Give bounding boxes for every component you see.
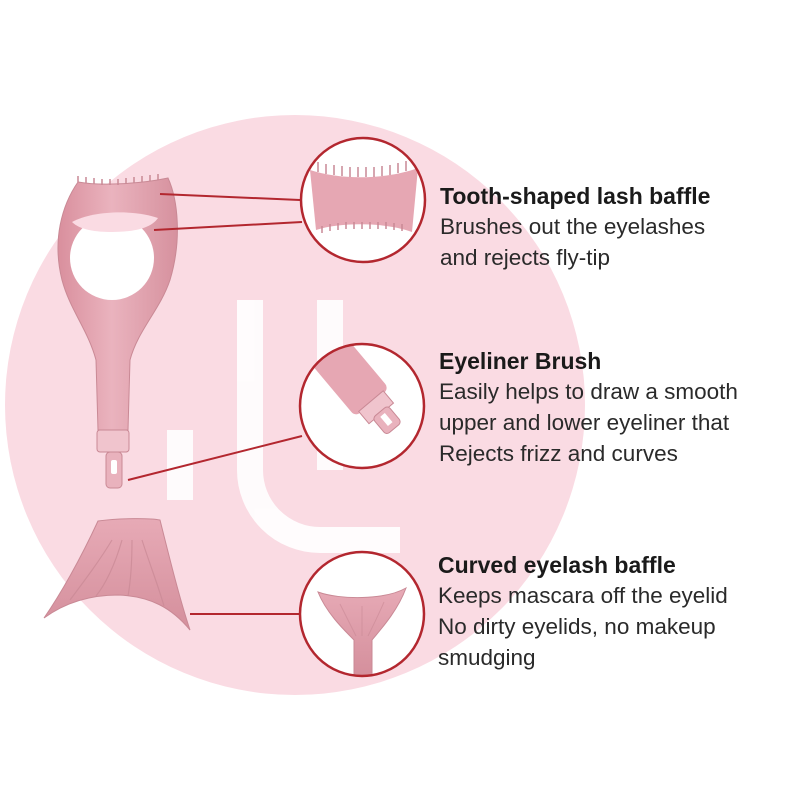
feature-title: Tooth-shaped lash baffle (440, 183, 711, 209)
feature-lash-baffle: Tooth-shaped lash baffle Brushes out the… (440, 181, 710, 273)
curved-baffle-piece (43, 518, 191, 631)
feature-description-line: No dirty eyelids, no makeup (438, 614, 716, 639)
callout-circle-lash-baffle (299, 136, 427, 264)
feature-description-line: upper and lower eyeliner that (439, 410, 730, 435)
lash-applicator-tool (57, 174, 178, 489)
feature-title: Eyeliner Brush (439, 348, 602, 374)
lash-teeth (77, 174, 159, 185)
feature-description-line: Keeps mascara off the eyelid (438, 583, 728, 608)
feature-eyeliner-brush: Eyeliner Brush Easily helps to draw a sm… (439, 346, 738, 469)
callout-circle-curved-baffle (298, 550, 426, 678)
feature-description-line: Easily helps to draw a smooth (439, 379, 738, 404)
feature-title: Curved eyelash baffle (438, 552, 676, 578)
feature-description-line: Brushes out the eyelashes (440, 214, 706, 239)
feature-description-line: smudging (438, 645, 536, 670)
callout-circle-eyeliner-brush (298, 342, 426, 470)
callout-lines (127, 193, 303, 615)
feature-description-line: and rejects fly-tip (440, 245, 611, 270)
feature-curved-baffle: Curved eyelash baffle Keeps mascara off … (438, 550, 728, 673)
feature-description-line: Rejects frizz and curves (439, 441, 678, 466)
